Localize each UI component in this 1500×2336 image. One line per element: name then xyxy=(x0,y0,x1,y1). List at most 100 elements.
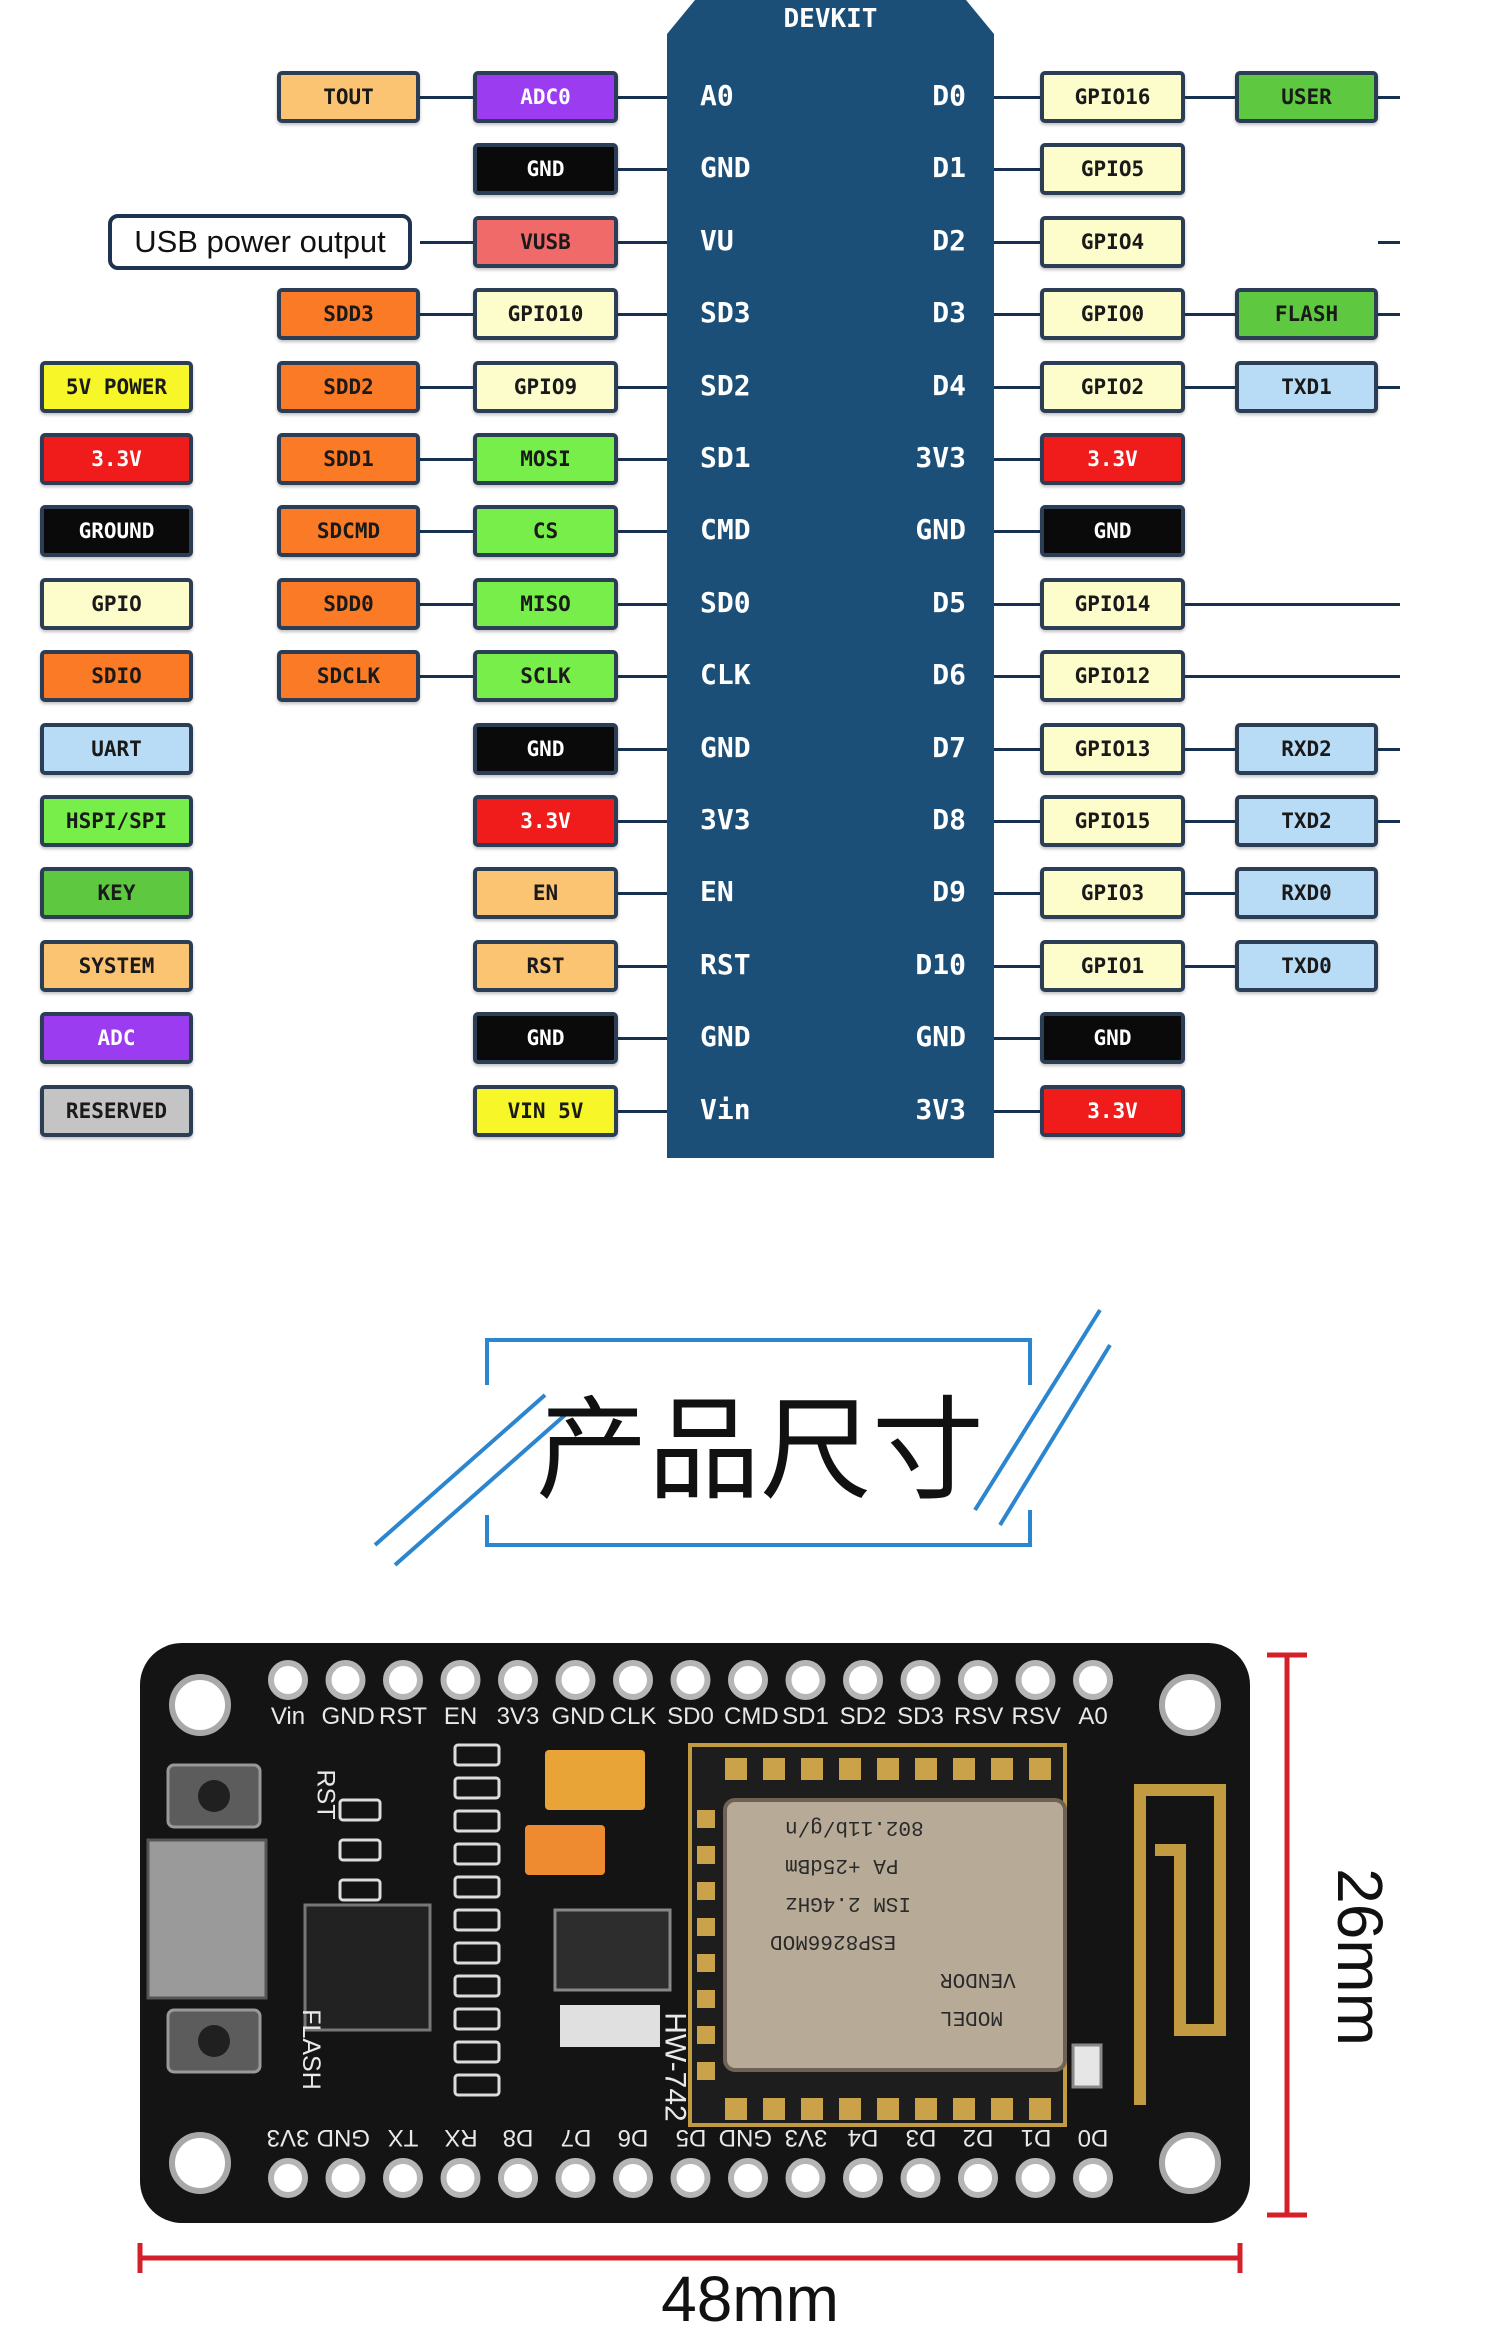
top-pin-label: SD2 xyxy=(839,1703,887,1730)
module-pin-right-10: D8 xyxy=(932,803,966,836)
module-pad xyxy=(697,1954,715,1972)
smd-resistor xyxy=(453,1908,501,1932)
esp-shield-can xyxy=(723,1798,1067,2072)
pin-lead-right xyxy=(994,313,1040,317)
module-pad xyxy=(877,2098,899,2120)
bottom-pin-label: GND xyxy=(718,2124,772,2151)
pin-lead-left xyxy=(618,530,667,534)
top-pin-label: A0 xyxy=(1078,1703,1108,1730)
connector-right-end xyxy=(1378,385,1400,389)
legend-item-8: SYSTEM xyxy=(40,939,193,992)
chip-marking: ESP8266MOD xyxy=(770,1929,897,1952)
module-pin-left-4: SD2 xyxy=(700,368,751,402)
top-pin-label: 3V3 xyxy=(496,1703,540,1730)
usb-uart-chip xyxy=(303,1903,432,2032)
sdio-label-0: TOUT xyxy=(277,71,420,123)
connector-left xyxy=(420,530,473,534)
pin-lead-right xyxy=(994,675,1040,679)
module-pin-right-1: D1 xyxy=(932,151,966,185)
connector-left xyxy=(420,385,473,389)
width-dimension-label: 48mm xyxy=(661,2263,839,2335)
connector-right xyxy=(1185,964,1235,968)
connector-right xyxy=(1185,313,1235,317)
legend-item-3: GPIO xyxy=(40,577,193,630)
pin-lead-left xyxy=(618,96,667,99)
module-pin-left-6: CMD xyxy=(700,513,751,547)
connector-left xyxy=(420,96,473,99)
bottom-pin-label: 3V3 xyxy=(784,2124,827,2151)
pin-lead-right xyxy=(994,168,1040,172)
module-pin-left-1: GND xyxy=(700,151,751,185)
bottom-header-holes xyxy=(268,2158,1113,2198)
function-label-4: TXD2 xyxy=(1235,795,1378,847)
pin-lead-left xyxy=(618,168,667,172)
smd-resistor xyxy=(453,1776,501,1800)
module-pin-right-6: GND xyxy=(915,513,966,547)
bottom-pin-label: GND xyxy=(316,2124,370,2151)
pin-label-right-11: GPIO3 xyxy=(1040,867,1185,920)
connector-left xyxy=(420,675,473,679)
function-label-0: USER xyxy=(1235,71,1378,123)
micro-usb-port xyxy=(146,1838,268,2000)
sdio-label-6: SDCLK xyxy=(277,650,420,703)
bottom-pin-label: D3 xyxy=(905,2124,936,2151)
header-hole xyxy=(900,1660,941,1700)
tantalum-cap xyxy=(545,1750,645,1810)
rst-silk-label: RST xyxy=(311,1769,340,1820)
pin-lead-left xyxy=(618,675,667,679)
bottom-pin-label: D6 xyxy=(617,2124,649,2151)
sdio-label-4: SDCMD xyxy=(277,505,420,558)
header-hole xyxy=(440,1660,481,1700)
pin-label-right-3: GPIO0 xyxy=(1040,288,1185,341)
height-dimension-label: 26mm xyxy=(1324,1868,1396,2046)
pin-label-right-0: GPIO16 xyxy=(1040,71,1185,123)
pin-lead-left xyxy=(618,602,667,606)
header-hole xyxy=(383,1660,423,1700)
pin-lead-right xyxy=(994,602,1040,606)
header-hole xyxy=(843,2158,883,2198)
devkit-title: DEVKIT xyxy=(783,4,878,34)
pin-lead-right xyxy=(994,964,1040,968)
module-pin-right-14: 3V3 xyxy=(915,1092,966,1126)
module-pad xyxy=(697,1990,715,2008)
module-pin-left-7: SD0 xyxy=(700,585,751,619)
header-hole xyxy=(268,2158,308,2198)
connector-right-end xyxy=(1378,313,1400,317)
pin-label-right-14: 3.3V xyxy=(1040,1084,1185,1137)
smd-resistor xyxy=(453,1842,501,1866)
module-pad xyxy=(1029,1758,1051,1780)
connector-left xyxy=(420,458,473,461)
module-pin-right-13: GND xyxy=(915,1020,966,1054)
pin-lead-left xyxy=(618,747,667,751)
module-pin-left-5: SD1 xyxy=(700,441,751,474)
header-hole xyxy=(670,1660,711,1700)
top-pin-label: Vin xyxy=(270,1703,306,1730)
header-hole xyxy=(383,2158,423,2198)
legend-item-5: UART xyxy=(40,722,193,775)
pin-lead-left xyxy=(618,240,667,244)
header-hole xyxy=(440,2158,481,2198)
bottom-pin-label: 3V3 xyxy=(266,2124,310,2151)
pin-lead-left xyxy=(618,458,667,461)
antenna-trace xyxy=(1134,1784,1226,2105)
module-pad xyxy=(801,1758,823,1780)
top-pin-label: RST xyxy=(379,1703,427,1730)
module-pad xyxy=(697,1882,715,1900)
usb-power-note: USB power output xyxy=(108,214,412,270)
rst-button-cap xyxy=(198,1780,230,1812)
connector-right xyxy=(1185,747,1235,751)
smd-resistor xyxy=(338,1798,382,1822)
pin-label-left-9: GND xyxy=(473,722,618,775)
connector-right xyxy=(1185,820,1235,823)
bottom-pin-label: D5 xyxy=(675,2124,706,2151)
top-pin-label: CLK xyxy=(609,1703,657,1730)
bottom-pin-label: D0 xyxy=(1077,2124,1109,2151)
function-label-6: TXD0 xyxy=(1235,939,1378,992)
bottom-pin-label: D7 xyxy=(560,2124,591,2151)
header-hole xyxy=(1015,2158,1056,2198)
pin-label-right-9: GPIO13 xyxy=(1040,722,1185,775)
connector-right xyxy=(1185,385,1235,389)
flash-button-cap xyxy=(198,2025,230,2057)
header-hole xyxy=(613,2158,653,2198)
